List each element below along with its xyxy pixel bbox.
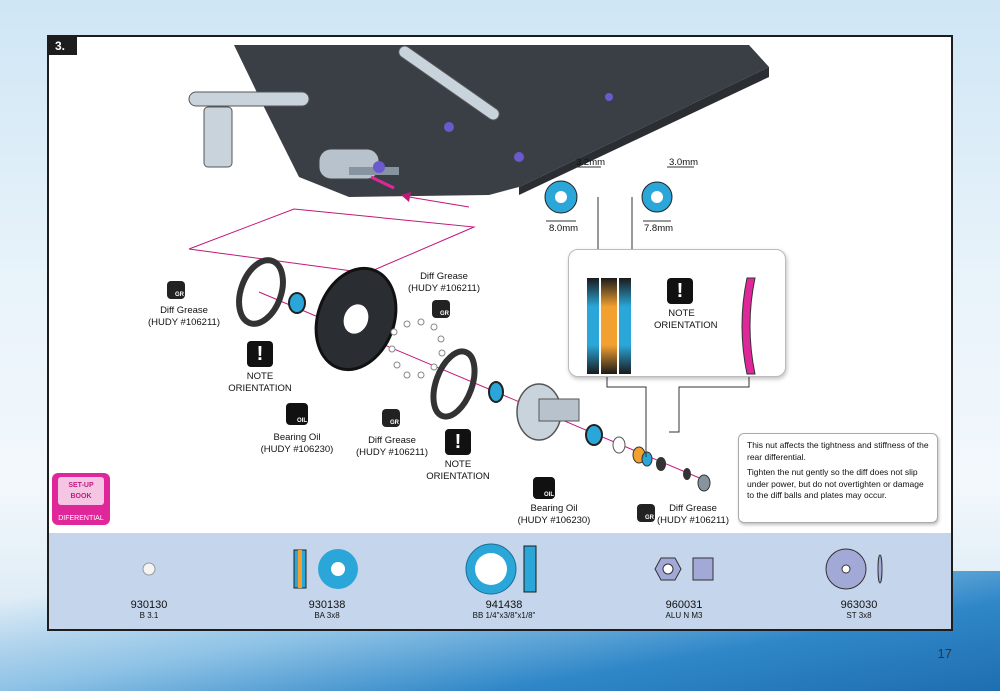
- grease-icon-mid: [382, 409, 400, 427]
- diff-grease-mid: Diff Grease(HUDY #106211): [356, 435, 428, 458]
- bearing-oil-right: Bearing Oil(HUDY #106230): [517, 503, 591, 526]
- part-number: 960031: [665, 599, 703, 611]
- chassis-drawing: [188, 45, 769, 197]
- dim-shim2-thickness: 3.0mm: [669, 157, 699, 168]
- ball-bearing-icon: [429, 543, 579, 595]
- part-desc: B 3.1: [139, 611, 159, 620]
- dim-shim1-thickness: 3.2mm: [576, 157, 606, 168]
- note-icon-left: !: [247, 341, 273, 367]
- part-item: 963030 ST 3x8: [784, 543, 934, 620]
- setup-book-title: SET-UP BOOK: [58, 477, 104, 505]
- nut-info-box: This nut affects the tightness and stiff…: [738, 433, 938, 523]
- note-icon-mid: !: [445, 429, 471, 455]
- grease-icon: [167, 281, 185, 299]
- bearing-icon: [252, 543, 402, 595]
- part-desc: BA 3x8: [314, 611, 340, 620]
- info-text-1: This nut affects the tightness and stiff…: [747, 440, 929, 462]
- page-number: 17: [937, 646, 952, 661]
- part-desc: ST 3x8: [846, 611, 872, 620]
- part-item: 941438 BB 1/4"x3/8"x1/8": [429, 543, 579, 620]
- grease-icon-right: [637, 504, 655, 522]
- part-desc: ALU N M3: [665, 611, 703, 620]
- oil-icon-right: [533, 477, 555, 499]
- diff-grease-top: Diff Grease(HUDY #106211): [408, 271, 480, 294]
- ball-icon: [74, 543, 224, 595]
- dim-shim1-diameter: 8.0mm: [549, 223, 579, 234]
- part-item: 930130 B 3.1: [74, 543, 224, 620]
- instruction-panel: 3.: [47, 35, 953, 631]
- info-text-2: Tighten the nut gently so the diff does …: [747, 467, 924, 500]
- dim-shim2-diameter: 7.8mm: [644, 223, 674, 234]
- part-number: 930138: [308, 599, 346, 611]
- part-item: 960031 ALU N M3: [609, 543, 759, 620]
- note-icon: !: [667, 278, 693, 304]
- part-number: 963030: [840, 599, 878, 611]
- oil-icon-left: [286, 403, 308, 425]
- setup-book-badge[interactable]: SET-UP BOOK DIFERENTIAL: [52, 473, 110, 525]
- setup-book-label: DIFERENTIAL: [58, 515, 104, 522]
- part-item: 930138 BA 3x8: [252, 543, 402, 620]
- step-number: 3.: [49, 37, 77, 55]
- bearing-oil-left: Bearing Oil(HUDY #106230): [260, 432, 334, 455]
- part-number: 930130: [130, 599, 168, 611]
- orientation-callout: ! NOTE ORIENTATION: [568, 249, 786, 377]
- grease-icon-top: [432, 300, 450, 318]
- callout-note-label: NOTE ORIENTATION: [654, 308, 718, 331]
- part-number: 941438: [485, 599, 523, 611]
- diff-grease-left: Diff Grease(HUDY #106211): [148, 305, 220, 328]
- nut-icon: [609, 543, 759, 595]
- diff-grease-right: Diff Grease(HUDY #106211): [657, 503, 729, 526]
- exploded-diagram: [188, 45, 769, 492]
- callout-drawing: [587, 277, 756, 375]
- parts-list: 930130 B 3.1 930138 BA 3x8 941438: [49, 533, 951, 629]
- shim-icon: [784, 543, 934, 595]
- part-desc: BB 1/4"x3/8"x1/8": [472, 611, 536, 620]
